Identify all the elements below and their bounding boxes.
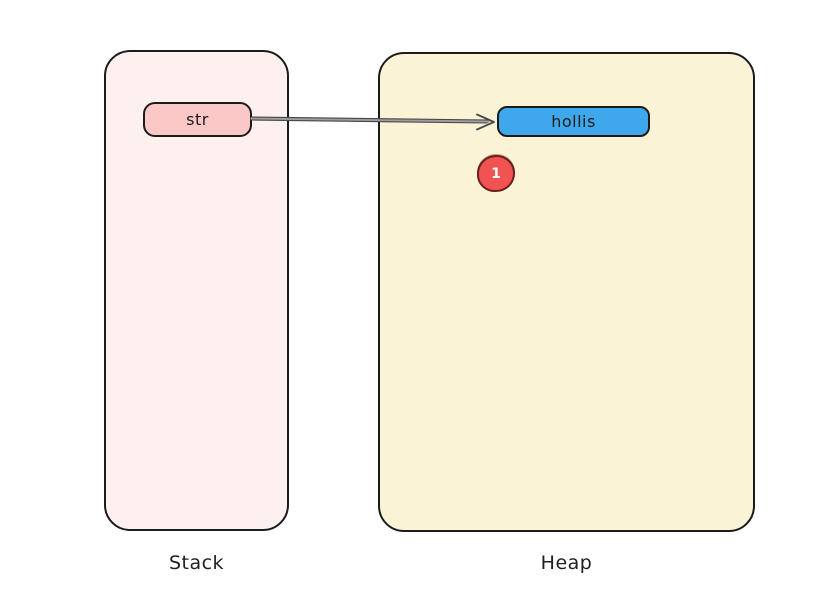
heap-container: hollis 1 (378, 52, 755, 532)
heap-value-label: hollis (551, 112, 596, 131)
stack-variable-node: str (143, 102, 252, 137)
stack-variable-label: str (186, 110, 209, 129)
ref-count-value: 1 (491, 165, 501, 182)
heap-value-node: hollis (497, 106, 650, 137)
stack-caption: Stack (168, 552, 225, 574)
stack-container: str (104, 50, 289, 531)
pointer-arrow (250, 113, 495, 131)
ref-count-badge: 1 (477, 155, 515, 192)
heap-caption: Heap (540, 552, 593, 574)
